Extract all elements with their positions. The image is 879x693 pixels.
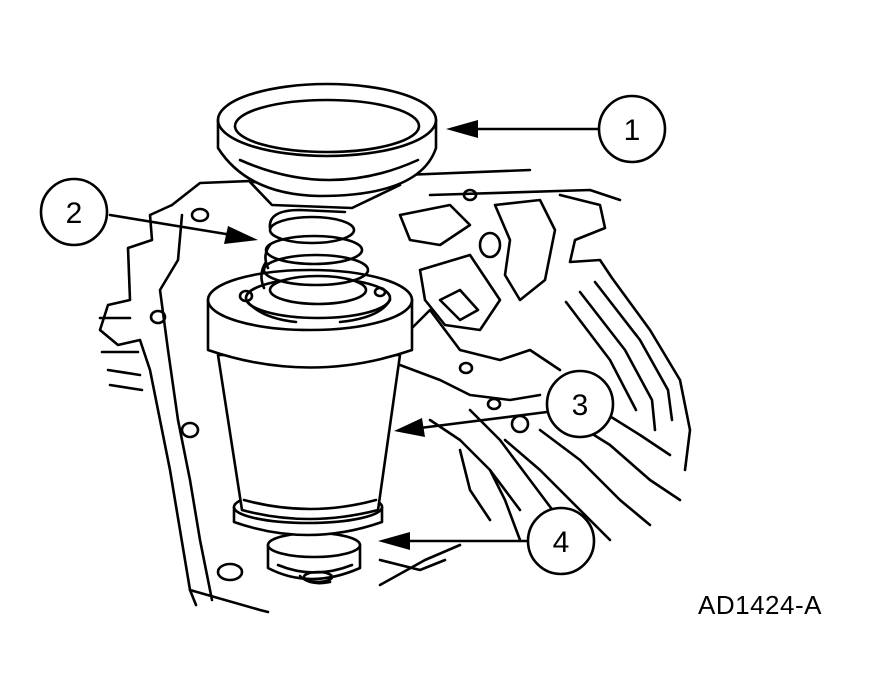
- leader-line-1: [446, 120, 600, 138]
- figure-code: AD1424-A: [698, 590, 822, 620]
- accumulator-body-item-3: [206, 268, 414, 537]
- cap-piston-item-1: [216, 82, 438, 210]
- leader-line-4: [378, 532, 528, 550]
- spring-item-2: [260, 208, 370, 306]
- callout-2: 2: [39, 177, 109, 247]
- valve-body: [98, 168, 692, 614]
- callout-4: 4: [526, 506, 596, 576]
- callout-1: 1: [597, 94, 667, 164]
- leader-line-2: [108, 213, 258, 244]
- callout-1-label: 1: [624, 114, 641, 147]
- callout-2-label: 2: [66, 197, 83, 230]
- callout-3: 3: [545, 369, 615, 439]
- leader-line-3: [394, 410, 549, 437]
- callout-3-label: 3: [572, 389, 589, 422]
- callout-4-label: 4: [553, 526, 570, 559]
- lower-piston-item-4: [266, 531, 362, 585]
